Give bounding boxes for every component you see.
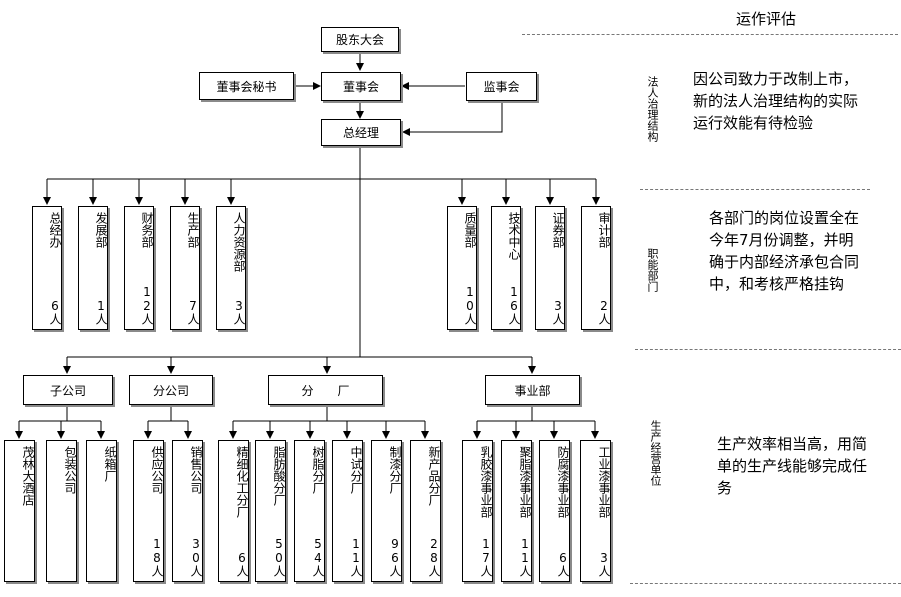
department-count: 6人: [48, 299, 62, 325]
unit-count: 11人: [349, 537, 363, 577]
unit-box: 新产品分厂 28人: [410, 440, 441, 582]
section-text-units: 生产效率相当高，用简单的生产线能够完成任务: [717, 435, 868, 497]
department-count: 12人: [140, 285, 154, 325]
department-name: 人力资源部: [232, 212, 246, 272]
unit-name: 制漆分厂: [388, 446, 402, 494]
department-name: 总经办: [48, 212, 62, 248]
department-box: 审计部 2人: [581, 206, 611, 330]
department-name: 审计部: [597, 212, 611, 248]
department-count: 7人: [186, 299, 200, 325]
department-count: 1人: [94, 299, 108, 325]
unit-box: 茂林大酒店: [4, 440, 35, 582]
department-name: 质量部: [463, 212, 477, 248]
branch-group-box: 分公司: [129, 375, 213, 405]
unit-box: 防腐漆事业部 6人: [539, 440, 570, 582]
unit-box: 聚脂漆事业部 11人: [501, 440, 532, 582]
evaluation-title: 运作评估: [736, 10, 797, 28]
section-heading-units: 生产经营单位: [649, 420, 662, 486]
department-count: 3人: [232, 299, 246, 325]
subsidiary-group-box: 子公司: [23, 375, 113, 405]
factory-group-box: 分 厂: [268, 375, 383, 405]
factory-group-label: 分 厂: [301, 383, 350, 398]
branch-group-label: 分公司: [152, 383, 189, 398]
section-heading-departments: 职能部门: [646, 248, 659, 292]
divider: [522, 34, 898, 35]
general-manager-box: 总经理: [321, 119, 401, 146]
division-group-label: 事业部: [514, 383, 551, 398]
unit-box: 制漆分厂 96人: [371, 440, 402, 582]
department-name: 财务部: [140, 212, 154, 248]
department-count: 16人: [507, 285, 521, 325]
board-secretary-label: 董事会秘书: [216, 79, 277, 94]
shareholders-meeting-box: 股东大会: [321, 27, 399, 52]
unit-count: 6人: [556, 551, 570, 577]
unit-name: 防腐漆事业部: [556, 446, 570, 518]
unit-count: 18人: [150, 537, 164, 577]
shareholders-meeting-label: 股东大会: [335, 33, 384, 47]
unit-count: 96人: [388, 537, 402, 577]
divider: [630, 583, 901, 584]
unit-name: 纸箱厂: [103, 446, 117, 482]
unit-name: 供应公司: [150, 446, 164, 494]
unit-box: 销售公司 30人: [172, 440, 203, 582]
unit-count: 11人: [518, 537, 532, 577]
department-box: 人力资源部 3人: [216, 206, 246, 330]
unit-count: 17人: [479, 537, 493, 577]
department-box: 发展部 1人: [78, 206, 108, 330]
unit-name: 中试分厂: [349, 446, 363, 494]
department-box: 财务部 12人: [124, 206, 154, 330]
unit-box: 工业漆事业部 3人: [580, 440, 611, 582]
department-box: 质量部 10人: [447, 206, 477, 330]
department-name: 技术中心: [507, 212, 521, 260]
section-text-governance: 因公司致力于改制上市，新的法人治理结构的实际运行效能有待检验: [693, 70, 859, 132]
unit-name: 聚脂漆事业部: [518, 446, 532, 518]
unit-box: 乳胶漆事业部 17人: [462, 440, 493, 582]
department-count: 10人: [463, 285, 477, 325]
unit-name: 树脂分厂: [311, 446, 325, 494]
divider: [640, 189, 870, 190]
board-box: 董事会: [321, 72, 401, 101]
supervisory-board-box: 监事会: [466, 72, 537, 101]
unit-box: 精细化工分厂 6人: [218, 440, 249, 582]
department-count: 3人: [551, 299, 565, 325]
unit-count: 50人: [272, 537, 286, 577]
unit-name: 脂肪酸分厂: [272, 446, 286, 506]
unit-count: 30人: [189, 537, 203, 577]
department-box: 总经办 6人: [32, 206, 62, 330]
supervisory-board-label: 监事会: [483, 80, 520, 94]
unit-name: 精细化工分厂: [235, 446, 249, 518]
unit-box: 中试分厂 11人: [332, 440, 363, 582]
divider: [635, 349, 901, 350]
unit-box: 纸箱厂: [86, 440, 117, 582]
division-group-box: 事业部: [485, 375, 580, 405]
subsidiary-group-label: 子公司: [49, 383, 86, 398]
unit-name: 乳胶漆事业部: [479, 446, 493, 518]
unit-name: 新产品分厂: [427, 446, 441, 506]
section-heading-governance: 法人治理结构: [646, 76, 659, 142]
department-name: 证券部: [551, 212, 565, 248]
unit-box: 供应公司 18人: [133, 440, 164, 582]
board-label: 董事会: [342, 80, 379, 94]
section-text-departments: 各部门的岗位设置全在今年7月份调整，并明确于内部经济承包合同中，和考核严格挂钩: [709, 209, 860, 293]
unit-count: 54人: [311, 537, 325, 577]
department-name: 发展部: [94, 212, 108, 248]
unit-count: 6人: [235, 551, 249, 577]
unit-name: 工业漆事业部: [597, 446, 611, 518]
unit-count: 3人: [597, 551, 611, 577]
department-box: 技术中心 16人: [491, 206, 521, 330]
unit-box: 树脂分厂 54人: [294, 440, 325, 582]
unit-count: 28人: [427, 537, 441, 577]
department-box: 生产部 7人: [170, 206, 200, 330]
unit-box: 脂肪酸分厂 50人: [255, 440, 286, 582]
department-count: 2人: [597, 299, 611, 325]
unit-name: 销售公司: [189, 446, 203, 494]
unit-name: 茂林大酒店: [21, 446, 35, 506]
unit-name: 包装公司: [63, 446, 77, 494]
department-box: 证券部 3人: [535, 206, 565, 330]
general-manager-label: 总经理: [342, 126, 379, 140]
department-name: 生产部: [186, 212, 200, 248]
unit-box: 包装公司: [46, 440, 77, 582]
board-secretary-box: 董事会秘书: [199, 72, 294, 100]
